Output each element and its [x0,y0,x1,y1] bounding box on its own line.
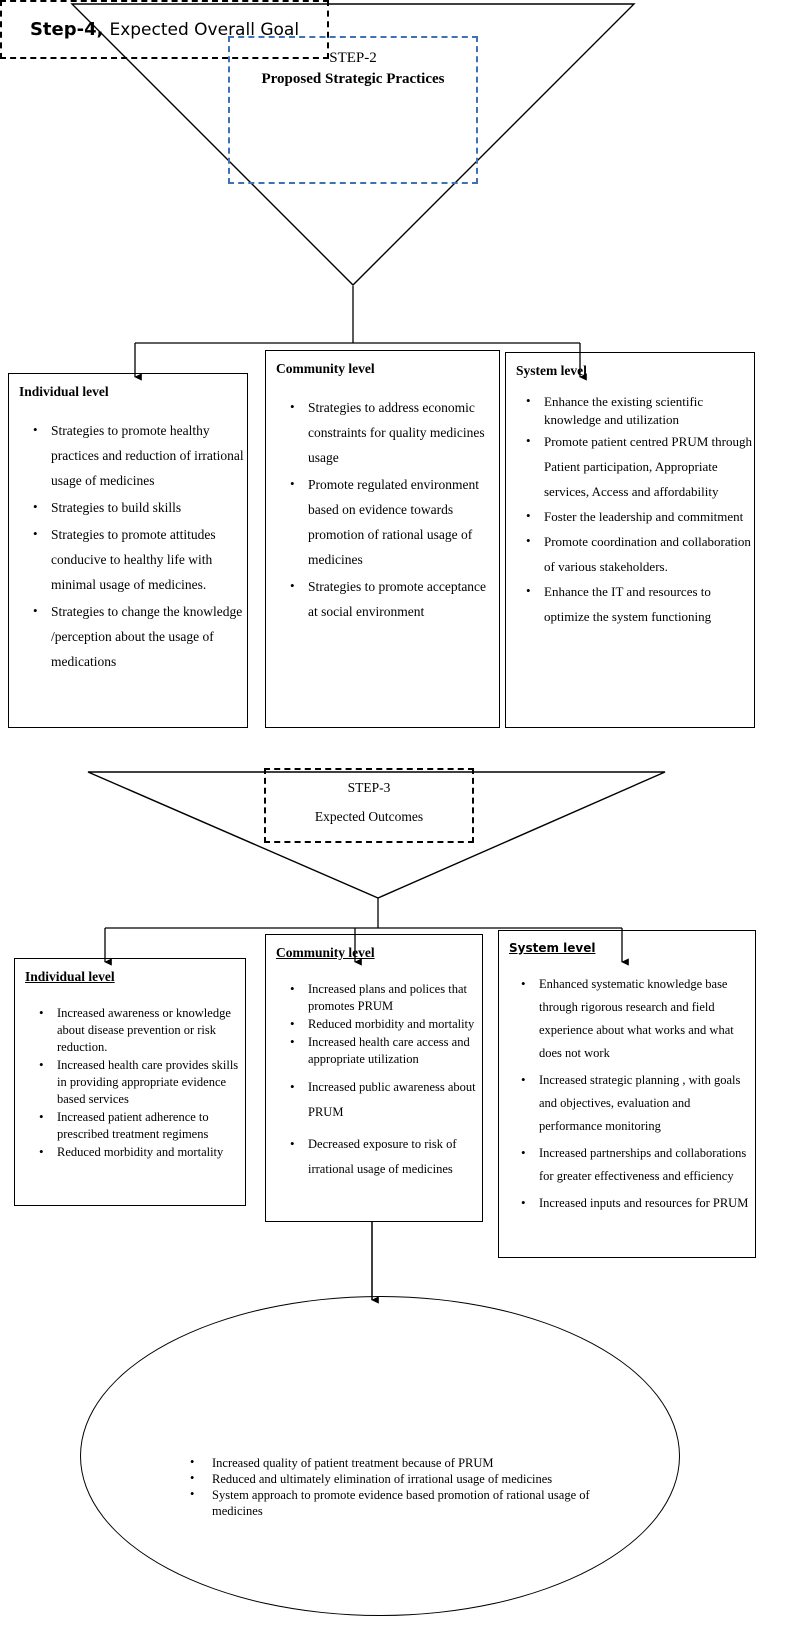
list-item: Foster the leadership and commitment [524,503,754,529]
step2-line2: Proposed Strategic Practices [261,71,445,87]
bullet-list: Increased awareness or knowledge about d… [37,1004,245,1161]
step2-label: STEP-2 Proposed Strategic Practices [228,36,478,184]
list-item: Strategies to address economic constrain… [288,394,499,470]
box-outcome-individual: Individual level Increased awareness or … [14,958,246,1206]
list-item: Strategies to promote healthy practices … [31,417,247,493]
box-heading: Individual level [19,384,109,399]
box-outcome-community: Community level Increased plans and poli… [265,934,483,1222]
list-item: Reduced and ultimately elimination of ir… [190,1470,590,1487]
list-item: Increased patient adherence to prescribe… [37,1108,245,1143]
step2-line1: STEP-2 [329,50,377,66]
list-item: Increased health care access and appropr… [288,1033,482,1068]
bullet-list: Increased plans and polices that promote… [288,980,482,1182]
list-item: Promote regulated environment based on e… [288,471,499,572]
list-item: Strategies to build skills [31,494,247,520]
list-item: Decreased exposure to risk of irrational… [288,1131,482,1182]
list-item: Promote coordination and collaboration o… [524,528,754,579]
list-item: Reduced morbidity and mortality [37,1143,245,1161]
box-heading: Individual level [25,969,115,984]
bullet-list: Strategies to promote healthy practices … [31,417,247,674]
box-heading: System level [516,363,587,378]
box-heading: Community level [276,945,375,960]
step3-line1: STEP-3 [347,780,391,795]
step3-label: STEP-3 Expected Outcomes [264,768,474,843]
list-item: Increased plans and polices that promote… [288,980,482,1015]
list-item: Enhance the existing scientific knowledg… [524,392,754,429]
bullet-list: Strategies to address economic constrain… [288,394,499,624]
list-item: Increased inputs and resources for PRUM [519,1191,755,1215]
list-item: Increased partnerships and collaboration… [519,1141,755,1188]
bullet-list: Enhance the existing scientific knowledg… [524,392,754,629]
box-strategic-community: Community level Strategies to address ec… [265,350,500,728]
list-item: Enhanced systematic knowledge base throu… [519,972,755,1065]
list-item: Strategies to promote acceptance at soci… [288,573,499,624]
list-item: Promote patient centred PRUM through Pat… [524,428,754,504]
goal-bullet-list: Increased quality of patient treatment b… [190,1454,590,1519]
list-item: Increased public awareness about PRUM [288,1074,482,1125]
box-strategic-individual: Individual level Strategies to promote h… [8,373,248,728]
step3-line2: Expected Outcomes [314,809,424,824]
list-item: Increased quality of patient treatment b… [190,1454,590,1471]
box-outcome-system: System level Enhanced systematic knowled… [498,930,756,1258]
bullet-list: Enhanced systematic knowledge base throu… [519,972,755,1215]
list-item: Strategies to change the knowledge /perc… [31,598,247,674]
list-item: Strategies to promote attitudes conduciv… [31,521,247,597]
list-item: System approach to promote evidence base… [190,1486,590,1519]
list-item: Increased awareness or knowledge about d… [37,1004,245,1056]
goal-ellipse [80,1296,680,1616]
list-item: Increased health care provides skills in… [37,1056,245,1108]
box-heading: System level [509,941,596,955]
list-item: Enhance the IT and resources to optimize… [524,578,754,629]
box-heading: Community level [276,361,375,376]
list-item: Reduced morbidity and mortality [288,1015,482,1033]
step4-bold: Step-4, [29,19,104,40]
box-strategic-system: System level Enhance the existing scient… [505,352,755,728]
list-item: Increased strategic planning , with goal… [519,1068,755,1138]
